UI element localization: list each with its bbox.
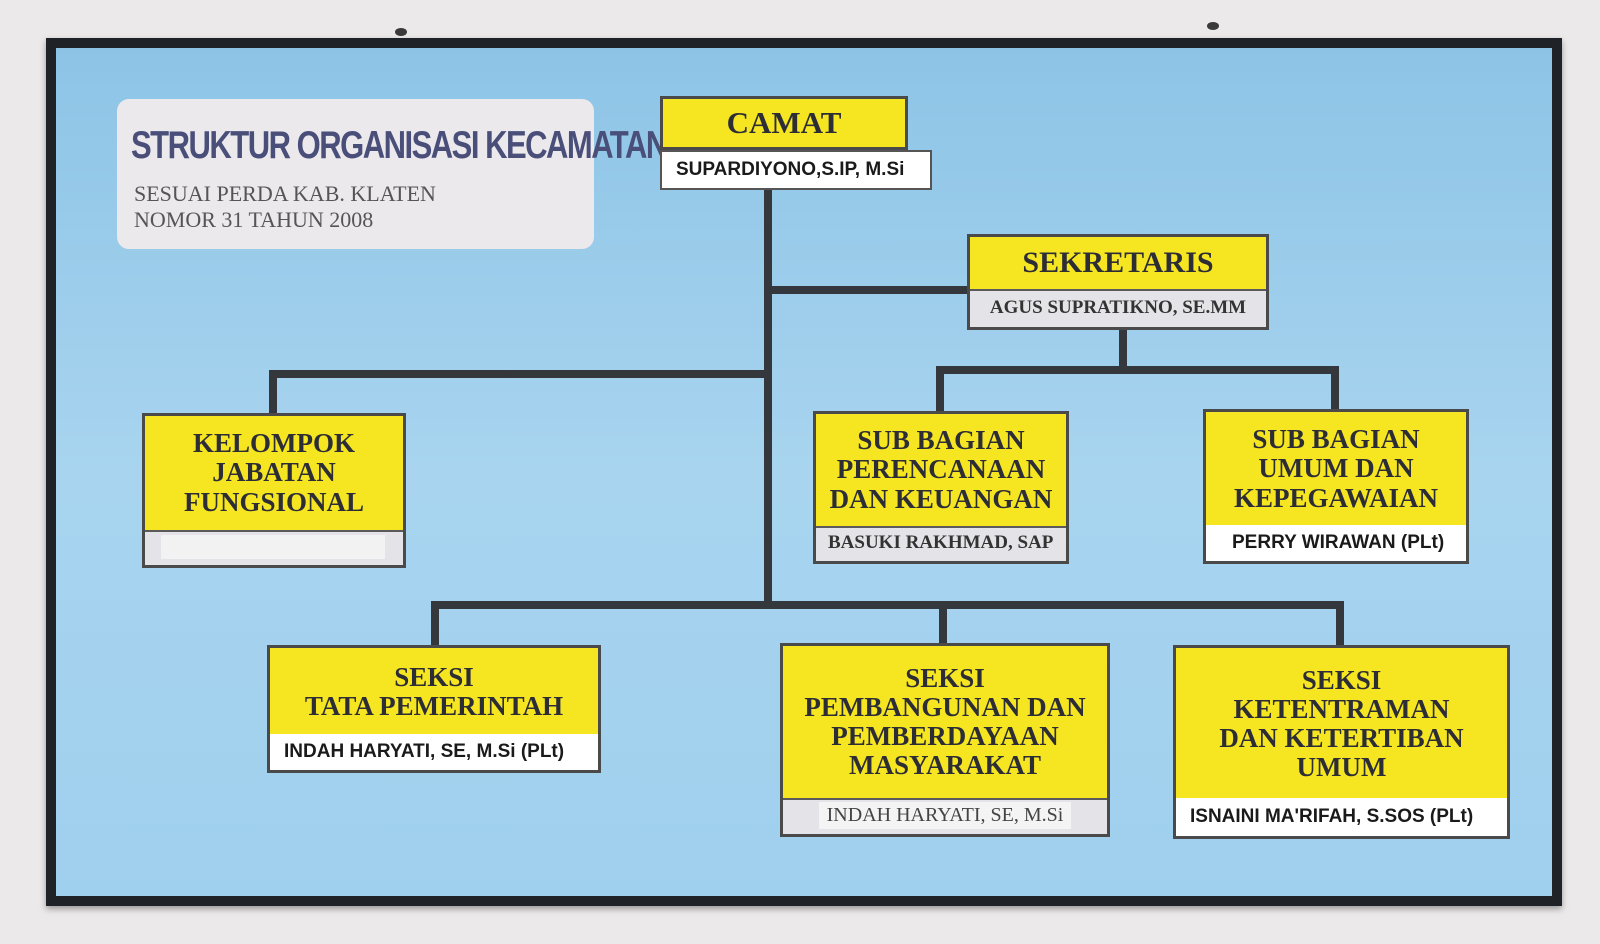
right-hanging-hook: [1207, 22, 1219, 30]
seksi-ketentraman-title: SEKSI KETENTRAMAN DAN KETERTIBAN UMUM: [1176, 648, 1507, 802]
sekretaris-box: SEKRETARIS AGUS SUPRATIKNO, SE.MM: [967, 234, 1269, 330]
camat-box: CAMAT SUPARDIYONO,S.IP, M.Si: [660, 96, 932, 190]
umum-kepegawaian-box: SUB BAGIAN UMUM DAN KEPEGAWAIAN PERRY WI…: [1203, 409, 1469, 564]
kelompok-jabatan-fungsional-title: KELOMPOK JABATAN FUNGSIONAL: [145, 416, 403, 532]
seksi-pembangunan-title: SEKSI PEMBANGUNAN DAN PEMBERDAYAAN MASYA…: [783, 646, 1107, 800]
umum-kepegawaian-title: SUB BAGIAN UMUM DAN KEPEGAWAIAN: [1206, 412, 1466, 528]
seksi-pembangunan-name: INDAH HARYATI, SE, M.Si: [783, 796, 1107, 834]
sekretaris-title: SEKRETARIS: [970, 237, 1266, 291]
camat-name: SUPARDIYONO,S.IP, M.Si: [660, 150, 932, 190]
seksi-pembangunan-box: SEKSI PEMBANGUNAN DAN PEMBERDAYAAN MASYA…: [780, 643, 1110, 837]
seksi-tata-pemerintah-title: SEKSI TATA PEMERINTAH: [270, 648, 598, 738]
seksi-tata-pemerintah-name: INDAH HARYATI, SE, M.Si (PLt): [270, 734, 598, 770]
camat-title: CAMAT: [660, 96, 908, 150]
empty-name-plate: [161, 535, 385, 559]
perencanaan-keuangan-title: SUB BAGIAN PERENCANAAN DAN KEUANGAN: [816, 414, 1066, 528]
left-hanging-hook: [395, 28, 407, 36]
seksi-tata-pemerintah-box: SEKSI TATA PEMERINTAH INDAH HARYATI, SE,…: [267, 645, 601, 773]
seksi-ketentraman-box: SEKSI KETENTRAMAN DAN KETERTIBAN UMUM IS…: [1173, 645, 1510, 839]
seksi-pembangunan-name-text: INDAH HARYATI, SE, M.Si: [818, 801, 1072, 829]
umum-kepegawaian-name: PERRY WIRAWAN (PLt): [1206, 525, 1466, 561]
chart-title: STRUKTUR ORGANISASI KECAMATAN CEPER: [131, 123, 775, 167]
sekretaris-name: AGUS SUPRATIKNO, SE.MM: [989, 297, 1247, 318]
regulation-line-1: SESUAI PERDA KAB. KLATEN: [134, 181, 436, 206]
chart-title-card: STRUKTUR ORGANISASI KECAMATAN CEPER SESU…: [117, 99, 775, 249]
perencanaan-keuangan-name: BASUKI RAKHMAD, SAP: [828, 532, 1054, 553]
kelompok-jabatan-fungsional-name: [145, 529, 403, 565]
kelompok-jabatan-fungsional-box: KELOMPOK JABATAN FUNGSIONAL: [142, 413, 406, 568]
regulation-line-2: NOMOR 31 TAHUN 2008: [134, 207, 374, 232]
perencanaan-keuangan-box: SUB BAGIAN PERENCANAAN DAN KEUANGAN BASU…: [813, 411, 1069, 564]
seksi-ketentraman-name: ISNAINI MA'RIFAH, S.SOS (PLt): [1176, 798, 1507, 836]
